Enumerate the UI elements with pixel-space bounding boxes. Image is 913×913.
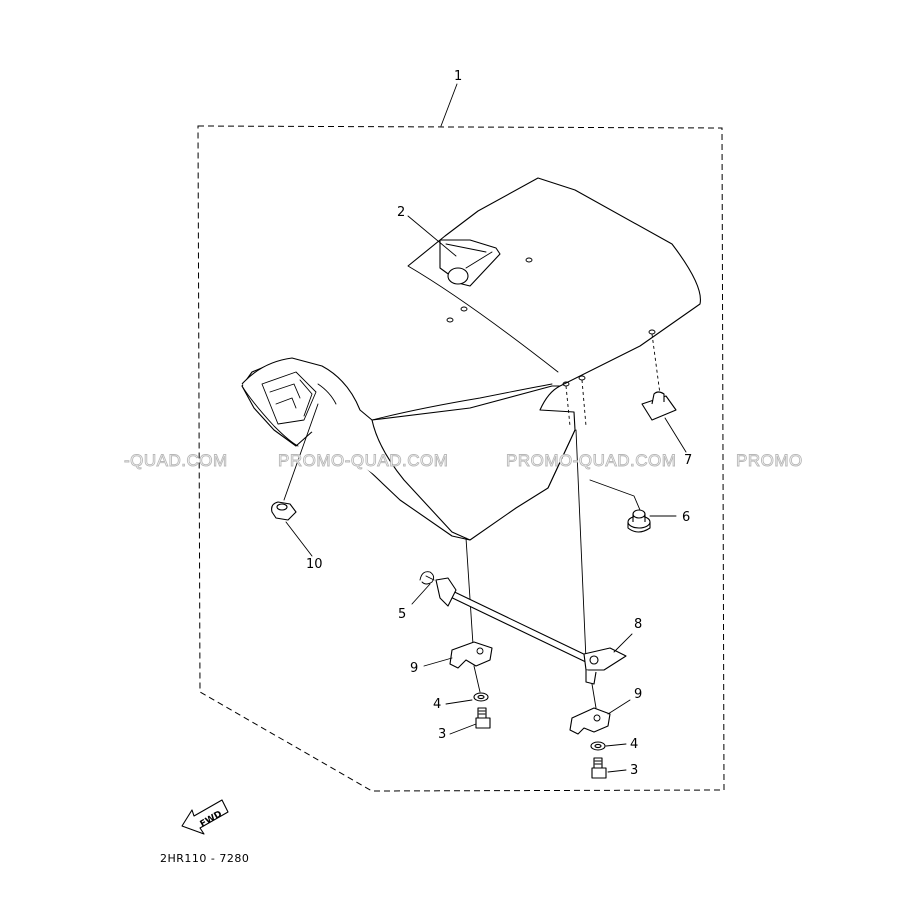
leader-3-left [449, 723, 477, 735]
callout-2: 2 [397, 205, 405, 220]
leader-10 [285, 521, 313, 557]
leader-7 [664, 417, 687, 453]
guide-left-low [473, 665, 481, 693]
part-8-lock-rod [435, 577, 627, 685]
part-4-washer-right [590, 741, 606, 751]
leader-1 [440, 83, 458, 127]
leader-5 [411, 583, 431, 605]
callout-7: 7 [684, 453, 692, 468]
part-7-clip-nut [641, 391, 677, 421]
leader-9-right [607, 699, 631, 715]
leader-2 [407, 215, 457, 257]
part-6-damper [627, 509, 651, 533]
axis-7 [651, 333, 661, 395]
part-9-bracket-right [569, 707, 611, 735]
callout-9-right: 9 [634, 687, 642, 702]
leader-4-right [605, 743, 627, 747]
callout-3-right: 3 [630, 763, 638, 778]
watermark-1: -QUAD.COM [124, 451, 228, 470]
guide-right-low [591, 683, 597, 709]
callout-3-left: 3 [438, 727, 446, 742]
part-3-bolt-left [475, 707, 491, 729]
axis-rod-a [565, 385, 571, 427]
callout-5: 5 [398, 607, 406, 622]
part-5-spring [419, 571, 435, 585]
callout-4-left: 4 [433, 697, 441, 712]
watermark-3: PROMO-QUAD.COM [506, 451, 676, 470]
diagram-code: 2HR110 - 7280 [160, 852, 249, 865]
part-9-bracket-left [449, 641, 493, 669]
callout-8: 8 [634, 617, 642, 632]
callout-9-left: 9 [410, 661, 418, 676]
axis-rod-b [581, 379, 587, 427]
fwd-arrow-icon: FWD [181, 799, 229, 835]
leader-6-axis [589, 479, 641, 511]
seat [241, 177, 701, 541]
watermark-2: PROMO-QUAD.COM [278, 451, 448, 470]
part-3-bolt-right [591, 757, 607, 779]
leader-8 [613, 633, 633, 653]
leader-10-axis [283, 403, 319, 501]
watermark-4: PROMO [736, 451, 803, 470]
callout-6: 6 [682, 510, 690, 525]
leader-9-left [423, 657, 453, 667]
assembly-boundary [197, 125, 725, 792]
part-10-stopper [271, 501, 297, 521]
callout-10: 10 [306, 557, 323, 572]
guide-right [575, 429, 587, 661]
callout-1: 1 [454, 69, 462, 84]
leader-4-left [445, 699, 473, 705]
part-4-washer-left [473, 692, 489, 702]
callout-4-right: 4 [630, 737, 638, 752]
leader-3-right [607, 769, 627, 773]
